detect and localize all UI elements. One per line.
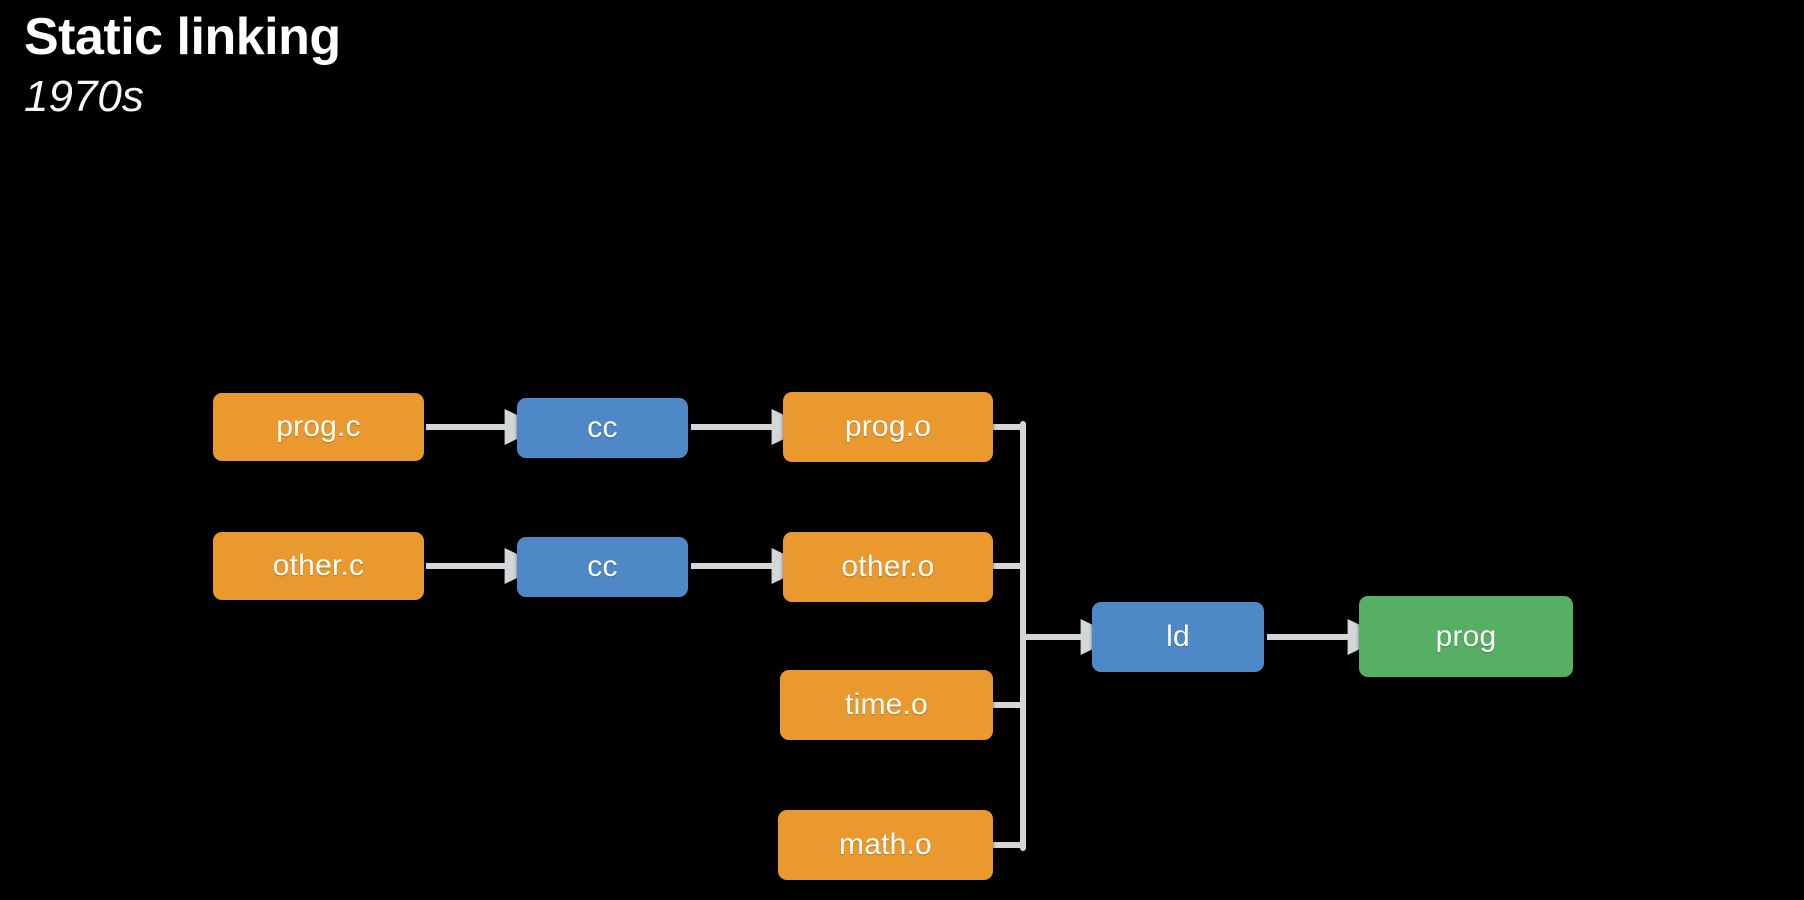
node-label: prog.c — [276, 410, 361, 443]
page-title: Static linking — [24, 8, 341, 66]
node-prog-o[interactable]: prog.o — [783, 392, 993, 462]
slide-header: Static linking 1970s — [24, 8, 1024, 123]
node-prog[interactable]: prog — [1359, 596, 1573, 677]
node-ld[interactable]: ld — [1092, 602, 1264, 672]
node-label: cc — [587, 550, 618, 583]
node-label: prog.o — [844, 410, 932, 443]
node-label: time.o — [845, 688, 928, 721]
node-cc-2[interactable]: cc — [517, 537, 688, 597]
page-subtitle: 1970s — [24, 72, 144, 122]
node-time-o[interactable]: time.o — [780, 670, 993, 740]
node-prog-c[interactable]: prog.c — [213, 393, 424, 461]
node-other-c[interactable]: other.c — [213, 532, 424, 600]
node-math-o[interactable]: math.o — [778, 810, 993, 880]
node-cc-1[interactable]: cc — [517, 398, 688, 458]
node-other-o[interactable]: other.o — [783, 532, 993, 602]
node-label: cc — [587, 411, 618, 444]
node-label: ld — [1166, 620, 1190, 653]
node-label: math.o — [839, 828, 932, 861]
node-label: other.o — [841, 550, 935, 583]
node-label: prog — [1435, 619, 1497, 653]
node-label: other.c — [272, 549, 365, 582]
